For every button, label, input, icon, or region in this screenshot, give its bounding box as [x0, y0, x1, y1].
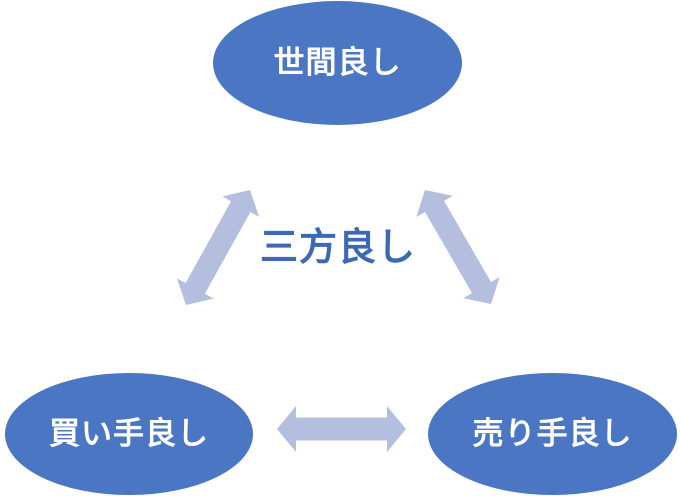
node-society: 世間良し — [213, 1, 462, 125]
node-buyer-label: 買い手良し — [49, 415, 209, 452]
node-seller: 売り手良し — [428, 373, 677, 495]
arrow-buyer-seller — [277, 406, 406, 452]
node-society-label: 世間良し — [273, 44, 402, 81]
node-buyer: 買い手良し — [5, 373, 253, 495]
arrow-society-buyer — [176, 190, 260, 305]
center-label: 三方良し — [259, 225, 417, 269]
arrow-society-seller — [416, 190, 500, 304]
node-seller-label: 売り手良し — [472, 415, 633, 452]
